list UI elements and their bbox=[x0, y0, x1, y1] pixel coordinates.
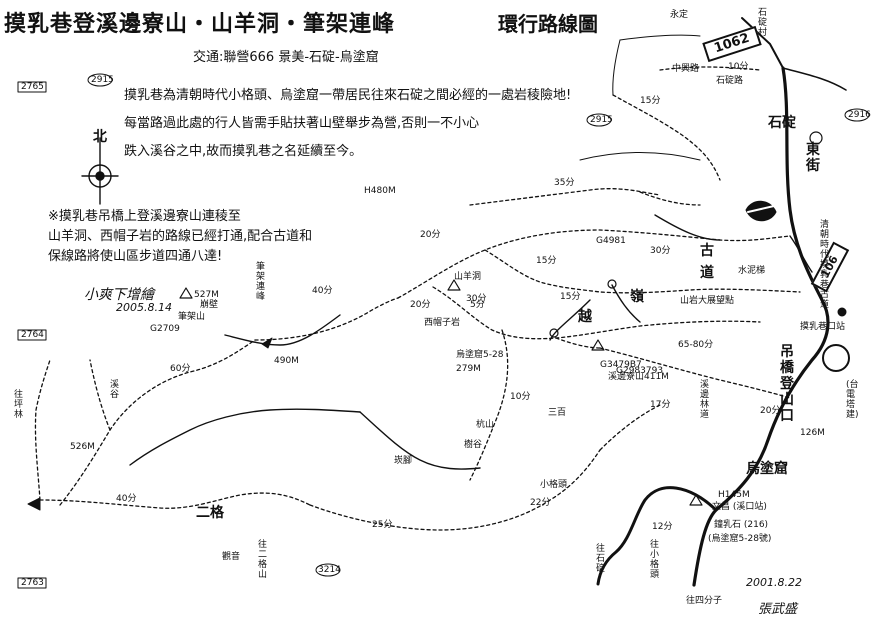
notice-line: 山羊洞、西帽子岩的路線已經打通,配合古道和 bbox=[48, 229, 313, 244]
place-san-bai: 三百 bbox=[548, 408, 567, 418]
place-elev-279: 279M bbox=[456, 364, 481, 374]
place-yang-dong: 山羊洞 bbox=[454, 272, 482, 282]
misc-label: H145M bbox=[718, 490, 750, 500]
time-label: 12分 bbox=[652, 522, 673, 532]
place-elev-526: 526M bbox=[70, 442, 95, 452]
place-biji-pk: 筆架連峰 bbox=[256, 262, 266, 302]
place-elev-490: 490M bbox=[274, 356, 299, 366]
place-gu: 古 bbox=[700, 243, 714, 259]
place-shiding-road: 石碇路 bbox=[716, 76, 744, 86]
intro-line: 每當路過此處的行人皆需手貼扶著山壁舉步為營,否則一不小心 bbox=[124, 116, 480, 131]
grid-marker: 3214 bbox=[318, 565, 341, 575]
grid-marker: 2915 bbox=[91, 75, 114, 85]
time-label: 60分 bbox=[170, 364, 191, 374]
benchmark: G4981 bbox=[596, 236, 626, 246]
benchmark: G2983793 bbox=[616, 366, 664, 376]
time-label: 35分 bbox=[554, 178, 575, 188]
time-label: 65-80分 bbox=[678, 340, 714, 350]
place-elev-527: 527M bbox=[194, 290, 219, 300]
place-east-street: 東街 bbox=[806, 142, 820, 174]
place-zhongxing: 中興路 bbox=[672, 64, 700, 74]
time-label: 30分 bbox=[466, 294, 487, 304]
time-label: 5分 bbox=[470, 300, 485, 310]
time-label: 25分 bbox=[372, 520, 393, 530]
notice-line: ※摸乳巷吊橋上登溪邊寮山連稜至 bbox=[48, 209, 241, 224]
time-label: 20分 bbox=[760, 406, 781, 416]
time-label: 40分 bbox=[312, 286, 333, 296]
intro-line: 摸乳巷為清朝時代小格頭、烏塗窟一帶居民往來石碇之間必經的一處岩稜險地! bbox=[124, 88, 572, 103]
place-jin-zai: 崁腳 bbox=[394, 456, 413, 466]
notice-line: 保線路將使山區步道四通八達! bbox=[48, 249, 223, 264]
grid-marker: 2915 bbox=[590, 115, 613, 125]
place-shiding: 石碇 bbox=[768, 115, 796, 131]
time-label: 30分 bbox=[650, 246, 671, 256]
place-er-ge: 二格 bbox=[196, 505, 224, 521]
place-zhangbi: 崩壁 bbox=[200, 300, 219, 310]
time-label: 10分 bbox=[728, 62, 749, 72]
time-label: 40分 bbox=[116, 494, 137, 504]
grid-marker: 2764 bbox=[21, 330, 44, 340]
place-yue: 越 bbox=[578, 309, 592, 325]
place-guan-yin: 觀音 bbox=[222, 552, 241, 562]
place-shui-ting: 水泥梯 bbox=[738, 266, 766, 276]
credit-name: 張武盛 bbox=[758, 602, 798, 617]
place-biji-shan: 筆架山 bbox=[178, 312, 206, 322]
place-xibian-label: 溪邊林道 bbox=[700, 380, 710, 420]
compass bbox=[81, 137, 119, 205]
place-qingchao: 清朝時代摸乳巷古道 bbox=[820, 220, 830, 310]
map-title: 摸乳巷登溪邊寮山・山羊洞・筆架連峰 bbox=[4, 12, 396, 37]
place-elev-480: H480M bbox=[364, 186, 396, 196]
place-xibianshan: 溪邊寮山411M bbox=[608, 372, 669, 382]
place-wang-xiao-ge-tou: 往小格頭 bbox=[650, 540, 660, 580]
benchmark: G2709 bbox=[150, 324, 180, 334]
time-label: 15分 bbox=[560, 292, 581, 302]
place-xi-maozi: 西帽子岩 bbox=[424, 318, 461, 328]
place-yongding: 永定 bbox=[670, 10, 689, 20]
place-dao: 道 bbox=[700, 265, 714, 281]
time-label: 10分 bbox=[510, 392, 531, 402]
place-luanzi: 溪谷 bbox=[110, 380, 120, 400]
place-diaoqiao: 吊橋登山口 bbox=[780, 344, 794, 424]
time-label: 20分 bbox=[420, 230, 441, 240]
time-label: 20分 bbox=[410, 300, 431, 310]
intro-line: 跌入溪谷之中,故而摸乳巷之名延續至今。 bbox=[124, 144, 363, 159]
misc-label: 文昌 (溪口站) bbox=[712, 502, 767, 512]
place-elev-126: 126M bbox=[800, 428, 825, 438]
place-shu-gu: 樹谷 bbox=[464, 440, 483, 450]
intro-text: 摸乳巷為清朝時代小格頭、烏塗窟一帶居民往來石碇之間必經的一處岩稜險地! 每當路過… bbox=[124, 82, 624, 166]
place-tian-yuan: 往二格山 bbox=[258, 540, 268, 580]
place-xiao-ge-tou: 小格頭 bbox=[540, 480, 568, 490]
misc-label: (烏塗窟5-28號) bbox=[708, 534, 772, 544]
place-wang-shiding: 往石碇 bbox=[596, 544, 606, 574]
credit-date: 2001.8.22 bbox=[746, 576, 802, 589]
time-label: 17分 bbox=[650, 400, 671, 410]
place-ke-lu: 往坪林 bbox=[14, 390, 24, 420]
notice-text: ※摸乳巷吊橋上登溪邊寮山連稜至 山羊洞、西帽子岩的路線已經打通,配合古道和 保線… bbox=[48, 207, 378, 267]
time-label: 15分 bbox=[640, 96, 661, 106]
place-taidian: (台電塔建) bbox=[846, 380, 859, 420]
north-label: 北 bbox=[93, 129, 107, 145]
place-wang-sifenzi: 往四分子 bbox=[686, 596, 723, 606]
place-wutuku: 烏塗窟 bbox=[746, 461, 788, 477]
place-shiyan: 山岩大展望點 bbox=[680, 296, 735, 306]
grid-marker: 2916 bbox=[848, 110, 871, 120]
author-name: 小爽下增繪 bbox=[84, 287, 154, 303]
map-subtitle: 環行路線圖 bbox=[498, 12, 598, 36]
misc-label: 鐘乳石 (216) bbox=[714, 520, 769, 530]
place-ling: 嶺 bbox=[630, 289, 644, 305]
time-label: 15分 bbox=[536, 256, 557, 266]
place-hang-shan: 杭山 bbox=[476, 420, 495, 430]
place-wutuku-nan: 烏塗窟5-28 bbox=[456, 350, 504, 360]
grid-marker: 2763 bbox=[21, 578, 44, 588]
benchmark: G3479B7 bbox=[600, 360, 642, 370]
time-label: 22分 bbox=[530, 498, 551, 508]
place-moru-station: 摸乳巷口站 bbox=[800, 322, 846, 332]
transport-info: 交通:聯營666 景美-石碇-烏塗窟 bbox=[193, 50, 379, 65]
place-shiding-village: 石碇村 bbox=[758, 8, 768, 38]
author-date: 2005.8.14 bbox=[116, 301, 172, 314]
branch-road bbox=[596, 486, 718, 586]
grid-marker: 2765 bbox=[21, 82, 44, 92]
